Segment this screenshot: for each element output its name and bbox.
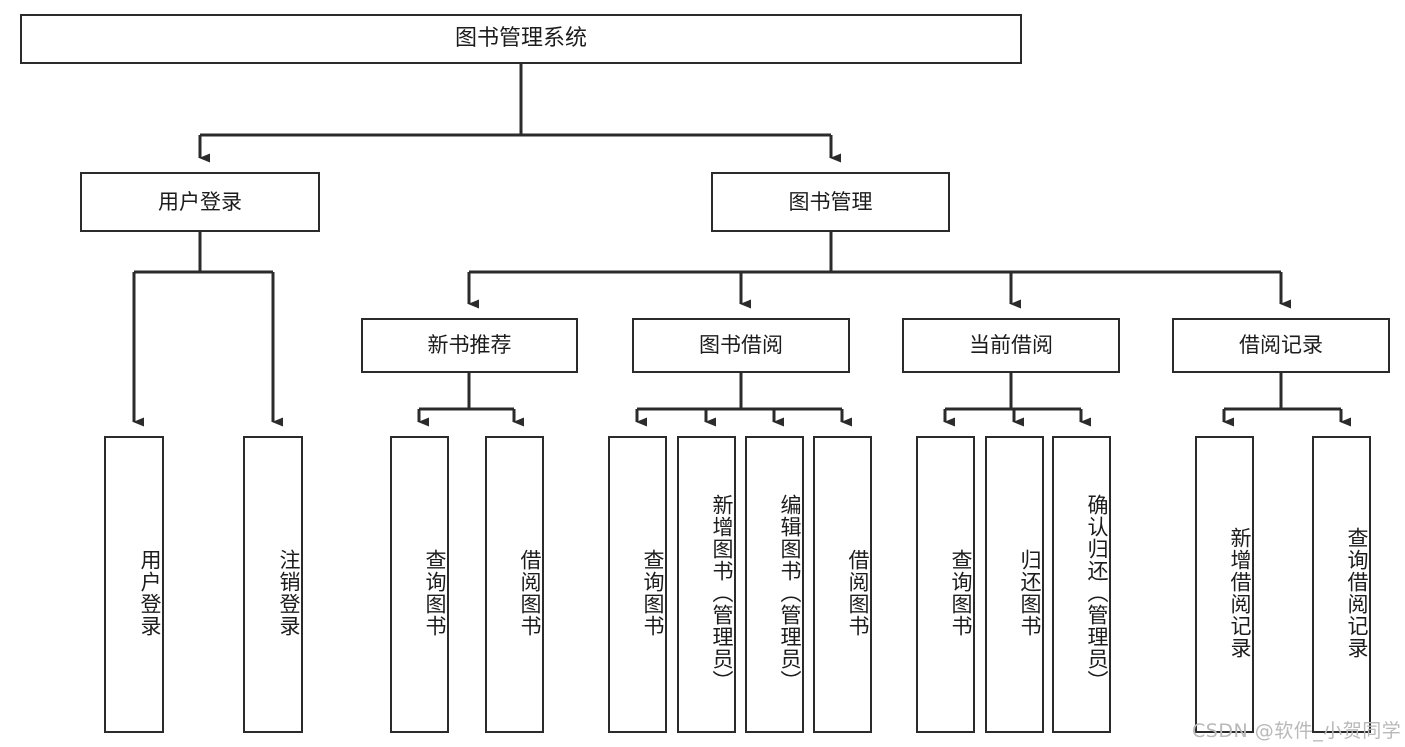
node-root-label: 图书管理系统 — [454, 26, 587, 52]
node-book-borrow-label: 图书借阅 — [699, 333, 783, 358]
node-user-login[interactable]: 用户登录 — [80, 172, 320, 232]
node-leaf-query-book-borrow[interactable]: 查询图书 — [608, 436, 667, 733]
node-leaf-add-book[interactable]: 新增图书（管理员） — [677, 436, 736, 733]
node-leaf-user-logout-label: 注销登录 — [277, 548, 301, 637]
node-current-borrow-label: 当前借阅 — [969, 333, 1053, 358]
node-leaf-user-logout[interactable]: 注销登录 — [243, 436, 303, 733]
node-leaf-confirm-return[interactable]: 确认归还（管理员） — [1052, 436, 1111, 733]
node-root[interactable]: 图书管理系统 — [20, 14, 1022, 64]
node-leaf-return-book[interactable]: 归还图书 — [985, 436, 1044, 733]
node-current-borrow[interactable]: 当前借阅 — [902, 318, 1120, 373]
node-leaf-edit-book[interactable]: 编辑图书（管理员） — [745, 436, 804, 733]
node-book-borrow[interactable]: 图书借阅 — [632, 318, 850, 373]
node-leaf-add-book-label: 新增图书（管理员） — [710, 493, 734, 692]
node-leaf-query-record[interactable]: 查询借阅记录 — [1312, 436, 1371, 733]
node-leaf-user-login-label: 用户登录 — [138, 548, 162, 637]
node-book-manage-label: 图书管理 — [788, 189, 873, 214]
node-leaf-query-book-cur[interactable]: 查询图书 — [916, 436, 975, 733]
node-leaf-edit-book-label: 编辑图书（管理员） — [778, 493, 802, 692]
node-borrow-record-label: 借阅记录 — [1239, 333, 1323, 358]
node-leaf-query-book-rec[interactable]: 查询图书 — [390, 436, 449, 733]
node-borrow-record[interactable]: 借阅记录 — [1172, 318, 1390, 373]
node-leaf-query-book-rec-label: 查询图书 — [423, 548, 447, 637]
node-leaf-query-book-borrow-label: 查询图书 — [641, 548, 665, 637]
node-leaf-borrow-book-label: 借阅图书 — [846, 548, 870, 637]
node-leaf-user-login[interactable]: 用户登录 — [104, 436, 164, 733]
node-leaf-borrow-book-rec[interactable]: 借阅图书 — [485, 436, 544, 733]
node-leaf-confirm-return-label: 确认归还（管理员） — [1085, 493, 1109, 692]
node-leaf-borrow-book-rec-label: 借阅图书 — [518, 548, 542, 637]
node-leaf-return-book-label: 归还图书 — [1018, 548, 1042, 637]
node-leaf-add-record[interactable]: 新增借阅记录 — [1195, 436, 1254, 733]
csdn-watermark: CSDN @软件_小贺同学 — [1192, 720, 1402, 742]
node-book-manage[interactable]: 图书管理 — [711, 172, 950, 232]
node-new-book-rec-label: 新书推荐 — [427, 333, 512, 358]
node-leaf-query-record-label: 查询借阅记录 — [1345, 526, 1369, 659]
node-user-login-label: 用户登录 — [158, 189, 242, 214]
node-new-book-rec[interactable]: 新书推荐 — [361, 318, 578, 373]
node-leaf-query-book-cur-label: 查询图书 — [949, 548, 973, 637]
node-leaf-add-record-label: 新增借阅记录 — [1228, 526, 1252, 659]
node-leaf-borrow-book[interactable]: 借阅图书 — [813, 436, 872, 733]
